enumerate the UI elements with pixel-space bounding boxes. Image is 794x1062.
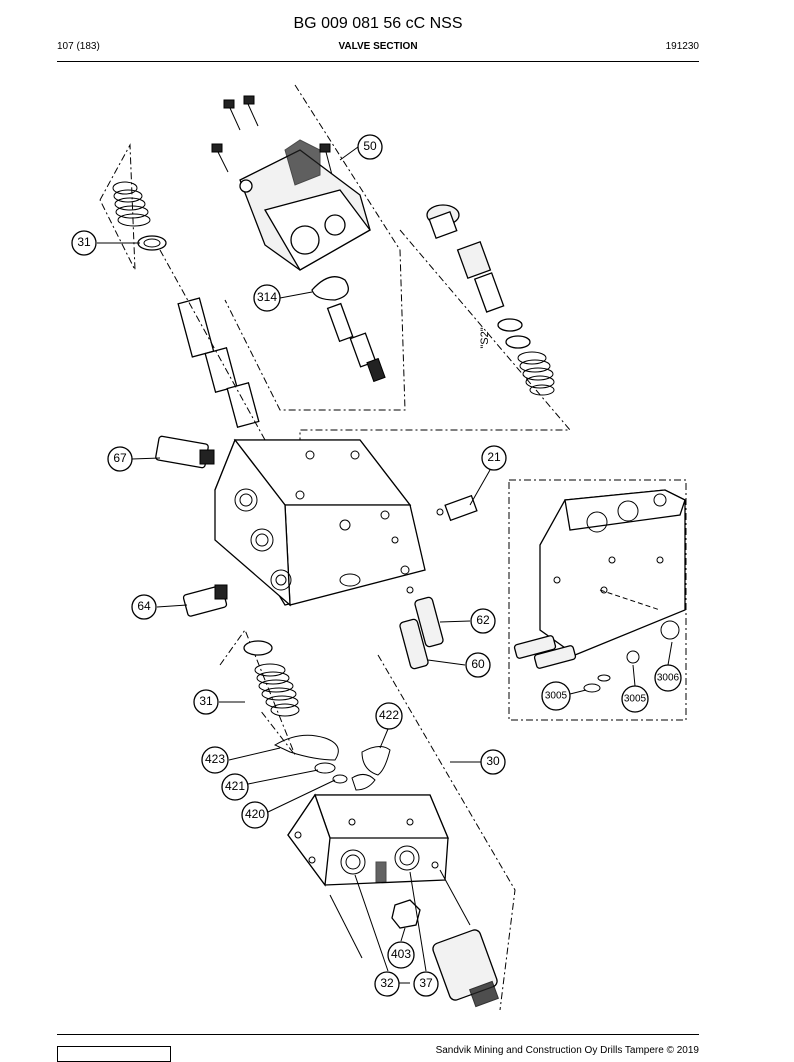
svg-text:421: 421 bbox=[225, 779, 245, 793]
svg-text:3006: 3006 bbox=[657, 673, 680, 684]
svg-text:60: 60 bbox=[471, 657, 485, 671]
svg-text:423: 423 bbox=[205, 752, 225, 766]
s2-annotation: "S2" bbox=[479, 327, 491, 348]
callout-3005-right: 3005 bbox=[621, 685, 649, 713]
callout-3005-left: 3005 bbox=[541, 681, 571, 711]
callout-67: 67 bbox=[107, 446, 133, 472]
cartridge-s2: "S2" bbox=[299, 204, 572, 445]
header-rule bbox=[57, 61, 699, 62]
svg-text:50: 50 bbox=[363, 139, 377, 153]
callout-31-top: 31 bbox=[71, 230, 97, 256]
footer-copyright: Sandvik Mining and Construction Oy Drill… bbox=[435, 1045, 699, 1056]
svg-text:3005: 3005 bbox=[545, 691, 568, 702]
svg-text:67: 67 bbox=[113, 451, 127, 465]
svg-text:403: 403 bbox=[391, 947, 411, 961]
svg-text:21: 21 bbox=[487, 450, 501, 464]
leader-lines bbox=[97, 146, 673, 984]
section-title: VALVE SECTION bbox=[338, 41, 418, 52]
svg-text:420: 420 bbox=[245, 807, 265, 821]
svg-text:37: 37 bbox=[419, 976, 433, 990]
svg-text:422: 422 bbox=[379, 708, 399, 722]
callout-37: 37 bbox=[413, 971, 439, 997]
svg-text:32: 32 bbox=[380, 976, 394, 990]
callout-62: 62 bbox=[470, 608, 496, 634]
svg-text:64: 64 bbox=[137, 599, 151, 613]
callout-30: 30 bbox=[480, 749, 506, 775]
solenoid-assembly-50 bbox=[211, 84, 406, 411]
spring-group-top bbox=[99, 143, 266, 441]
callout-21: 21 bbox=[481, 445, 507, 471]
callout-422: 422 bbox=[375, 702, 403, 730]
callout-32: 32 bbox=[374, 971, 400, 997]
inset-detail bbox=[508, 479, 687, 721]
svg-text:31: 31 bbox=[77, 235, 91, 249]
callout-31-bottom: 31 bbox=[193, 689, 219, 715]
sandvik-logo bbox=[57, 1046, 171, 1062]
svg-text:3005: 3005 bbox=[624, 694, 647, 705]
svg-text:31: 31 bbox=[199, 694, 213, 708]
callout-3006: 3006 bbox=[654, 664, 682, 692]
callout-421: 421 bbox=[221, 773, 249, 801]
callout-403: 403 bbox=[387, 941, 415, 969]
bottom-valve-group-30 bbox=[273, 654, 516, 1011]
svg-text:62: 62 bbox=[476, 613, 490, 627]
callout-60: 60 bbox=[465, 652, 491, 678]
callout-423: 423 bbox=[201, 746, 229, 774]
main-valve-block bbox=[155, 435, 478, 670]
callout-64: 64 bbox=[131, 594, 157, 620]
callout-50: 50 bbox=[357, 134, 383, 160]
svg-text:30: 30 bbox=[486, 754, 500, 768]
document-title: BG 009 081 56 cC NSS bbox=[293, 15, 463, 32]
svg-text:314: 314 bbox=[257, 290, 277, 304]
callout-314: 314 bbox=[253, 284, 281, 312]
spring-group-bottom bbox=[219, 628, 300, 756]
document-date: 191230 bbox=[665, 41, 699, 52]
page-number: 107 (183) bbox=[57, 41, 100, 52]
callout-420: 420 bbox=[241, 801, 269, 829]
footer-rule bbox=[57, 1034, 699, 1035]
